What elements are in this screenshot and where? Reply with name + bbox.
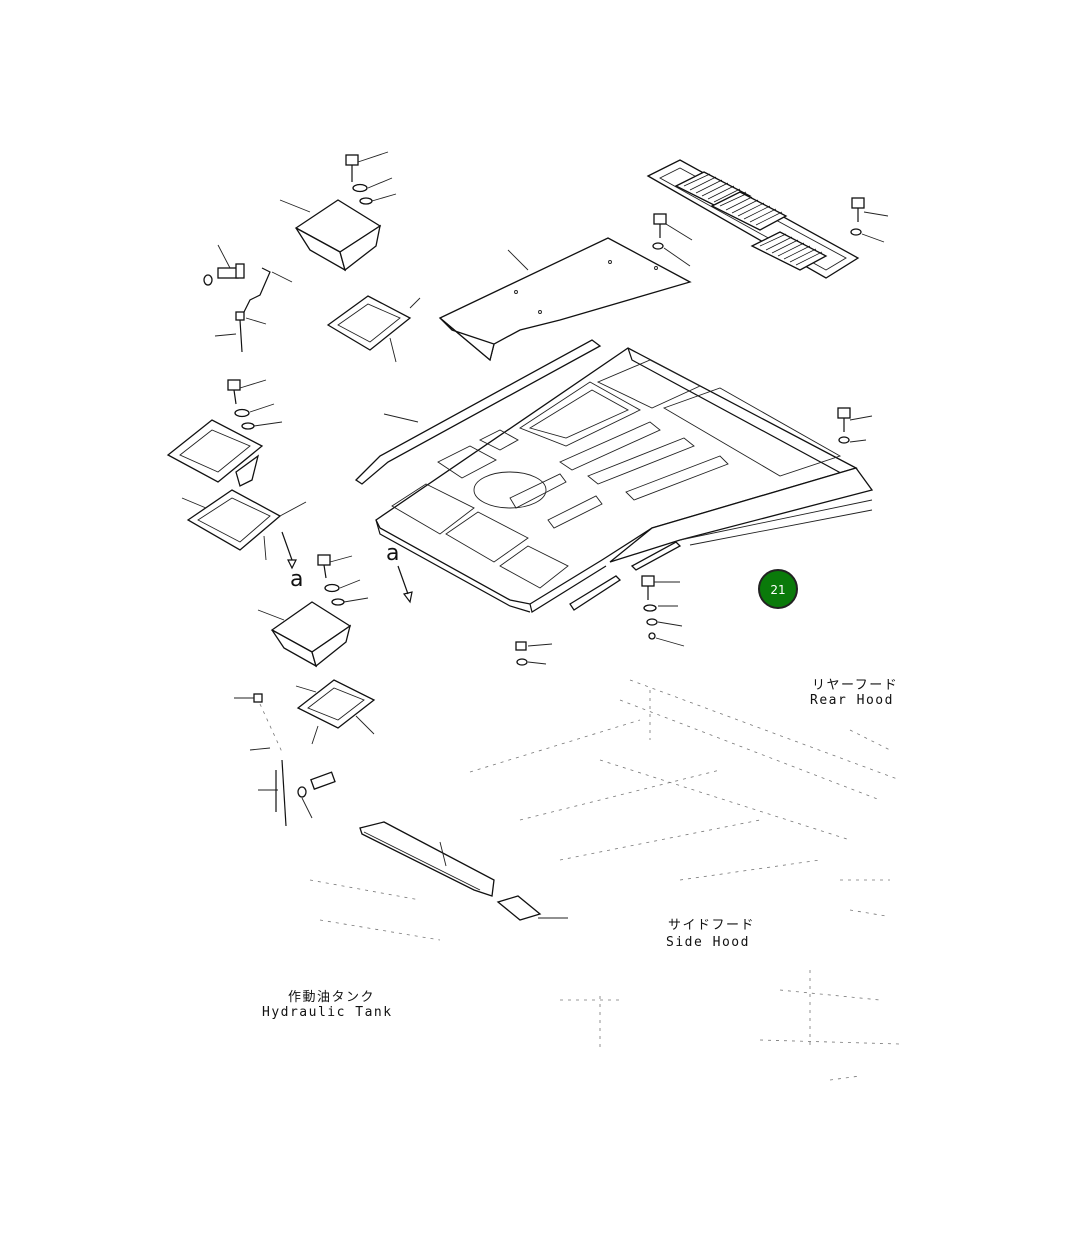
grille-bolt-left — [652, 213, 693, 267]
seal-strip — [354, 339, 602, 485]
arrow-a-right — [397, 565, 413, 604]
background-sketch — [309, 679, 901, 1081]
center-nuts — [515, 641, 553, 666]
lower-left-gasket — [295, 679, 376, 745]
left-gasket — [181, 489, 307, 570]
lower-left-bolt — [317, 554, 369, 606]
grille-panel — [646, 159, 860, 279]
frame-bolt-right — [837, 407, 873, 444]
callout-number[interactable]: 21 — [770, 583, 785, 597]
arrow-label-a-right: a — [386, 541, 399, 566]
callout-marker[interactable]: 21 — [758, 569, 798, 609]
grille-vent-2 — [710, 191, 788, 231]
grille-bolt-right — [850, 197, 889, 243]
arrow-label-a-left: a — [290, 567, 303, 592]
long-bracket — [359, 821, 495, 897]
small-plate — [496, 895, 568, 921]
top-cover-box — [279, 199, 382, 272]
main-frame — [375, 347, 874, 613]
rear-hood-label-jp: リヤーフード — [812, 678, 898, 693]
left-duct — [166, 419, 264, 487]
small-strips — [569, 541, 682, 611]
grille-vent-3 — [750, 231, 828, 271]
frame-cutouts — [391, 359, 842, 589]
top-gasket-frame — [326, 295, 421, 363]
lower-center-bolt — [641, 575, 685, 647]
callout-circle[interactable] — [758, 569, 798, 609]
top-bolt-assembly — [345, 151, 397, 205]
left-bolt-lever — [203, 244, 293, 353]
hydraulic-tank-label-en: Hydraulic Tank — [262, 1005, 393, 1020]
side-hood-label-jp: サイドフード — [668, 918, 755, 933]
hydraulic-tank-label-jp: 作動油タンク — [288, 990, 375, 1005]
left-mid-bolt — [227, 379, 283, 430]
side-hood-label-en: Side Hood — [666, 935, 750, 950]
lower-left-cover-box — [257, 601, 352, 668]
center-cover-plate — [438, 237, 692, 362]
lower-left-rod — [234, 693, 336, 827]
rear-hood-label-en: Rear Hood — [810, 693, 894, 708]
